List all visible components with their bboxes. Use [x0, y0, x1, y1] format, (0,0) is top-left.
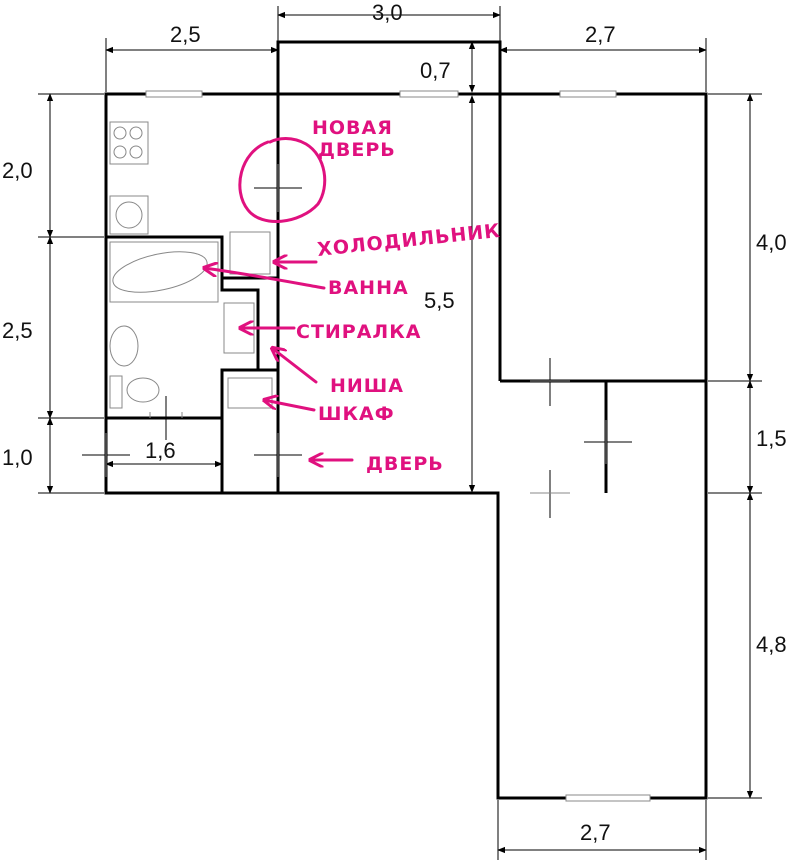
- dim-right-upper: 4,0: [756, 230, 787, 255]
- dim-left-upper: 2,0: [2, 158, 33, 183]
- dim-left-middle: 2,5: [2, 318, 33, 343]
- door-room1-icon: [530, 358, 570, 406]
- dim-center-height: 5,5: [424, 288, 455, 313]
- door-closet-icon: [584, 420, 632, 464]
- door-new-icon: [254, 164, 302, 212]
- windows: [145, 90, 651, 802]
- label-new-door-2: ДВЕРЬ: [318, 139, 396, 161]
- door-bathroom-icon: [149, 396, 183, 440]
- fridge-icon: [229, 231, 271, 275]
- toilet-icon: [109, 375, 160, 409]
- label-washer: СТИРАЛКА: [296, 321, 421, 343]
- annotations: НОВАЯ ДВЕРЬ ХОЛОДИЛЬНИК ВАННА СТИРАЛКА Н…: [204, 117, 502, 475]
- door-corridor-icon: [254, 433, 302, 477]
- dim-left-lower: 1,0: [2, 445, 33, 470]
- stove-icon: [109, 121, 149, 165]
- dim-top-right: 2,7: [585, 22, 616, 47]
- dim-bottom-inner: 1,6: [145, 438, 176, 463]
- bathtub-icon: [109, 241, 219, 303]
- dim-right-middle: 1,5: [756, 426, 787, 451]
- door-entry-left-icon: [82, 433, 130, 477]
- label-wardrobe: ШКАФ: [318, 403, 395, 425]
- bath-arrow: [204, 268, 326, 290]
- door-symbols: [82, 164, 632, 518]
- label-fridge: ХОЛОДИЛЬНИК: [316, 220, 501, 261]
- label-door: ДВЕРЬ: [366, 453, 444, 475]
- dimension-lines: [38, 6, 762, 860]
- washbasin-icon: [109, 325, 139, 367]
- niche-arrow: [272, 348, 318, 384]
- dim-right-lower: 4,8: [756, 632, 787, 657]
- label-niche: НИША: [330, 375, 404, 397]
- dim-top-middle: 3,0: [372, 0, 403, 25]
- walls: [104, 40, 708, 800]
- label-new-door-1: НОВАЯ: [312, 117, 393, 139]
- new-door-circle: [238, 137, 327, 223]
- wardrobe-arrow: [264, 400, 316, 412]
- dim-protrusion: 0,7: [420, 58, 451, 83]
- dimension-labels: 2,5 3,0 2,7 0,7 2,0 2,5 1,0 1,6 5,5 4,0 …: [2, 0, 787, 845]
- door-room2-icon: [530, 470, 570, 518]
- fixtures: [109, 121, 273, 409]
- dim-top-left: 2,5: [170, 22, 201, 47]
- wardrobe-icon: [227, 377, 273, 409]
- sink-icon: [109, 195, 149, 235]
- label-bath: ВАННА: [328, 277, 409, 299]
- dim-bottom: 2,7: [580, 820, 611, 845]
